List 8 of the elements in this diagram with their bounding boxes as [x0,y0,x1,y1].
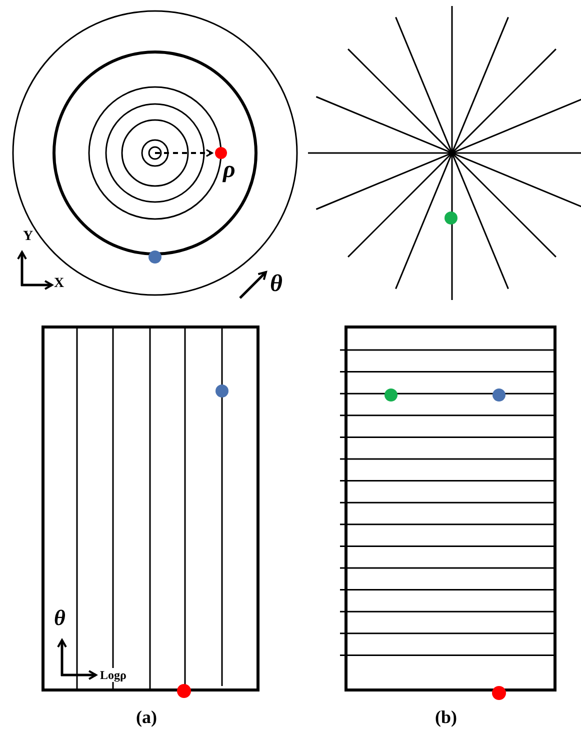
panel-label: (b) [435,708,457,726]
axis-label: Logρ [99,668,128,682]
axis-label: Y [23,230,34,244]
axis-label: X [54,277,64,291]
symbol-label: θ [54,607,66,629]
symbol-label: θ [270,272,282,296]
panel-label: (a) [136,708,157,726]
symbol-label: ρ [223,158,236,182]
